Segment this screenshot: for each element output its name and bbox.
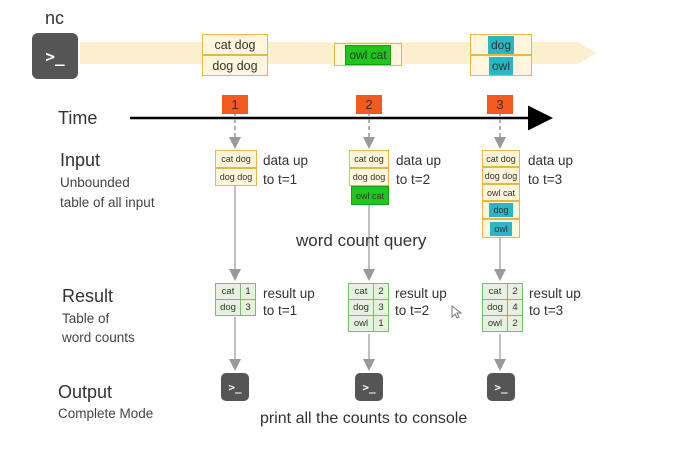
result-subtitle-1: Table of [62, 311, 110, 326]
input-t2-note-2: to t=2 [396, 172, 431, 187]
result-t1-word-2: dog [215, 299, 241, 316]
result-t3-word-2: dog [482, 299, 508, 316]
result-title: Result [62, 286, 114, 306]
result-t2-count-1: 2 [373, 283, 389, 300]
time-marker-3: 3 [487, 95, 513, 114]
result-t2-count-2: 3 [373, 299, 389, 316]
stream-t3-line-2: owl [470, 55, 532, 76]
table-row: dog 3 [348, 299, 389, 316]
result-t2-count-3: 1 [373, 315, 389, 332]
time-marker-1: 1 [222, 95, 248, 114]
table-row: cat 1 [215, 283, 256, 300]
output-t3-terminal-icon: >_ [487, 373, 515, 401]
result-t2-note-2: to t=2 [395, 303, 430, 318]
input-t2-note-1: data up [396, 153, 442, 168]
input-subtitle-1: Unbounded [60, 175, 130, 190]
result-t1-count-2: 3 [240, 299, 256, 316]
result-t3-count-2: 4 [507, 299, 523, 316]
output-subtitle: Complete Mode [58, 406, 154, 421]
result-t3-count-3: 2 [507, 315, 523, 332]
result-t1-count-1: 1 [240, 283, 256, 300]
output-t1-terminal-icon: >_ [221, 373, 249, 401]
result-t3-count-1: 2 [507, 283, 523, 300]
result-t2-word-2: dog [348, 299, 374, 316]
result-t1-note-1: result up [263, 286, 315, 301]
time-marker-2: 2 [356, 95, 382, 114]
result-t2-word-1: cat [348, 283, 374, 300]
input-t2-row-2: dog dog [349, 168, 389, 186]
table-row: owl 2 [482, 315, 523, 332]
table-row: dog 3 [215, 299, 256, 316]
stream-t3-highlight-1: dog [487, 35, 515, 54]
input-t1-row-1: cat dog [215, 150, 257, 168]
result-subtitle-2: word counts [62, 330, 135, 345]
input-t3-row-2: dog dog [482, 167, 520, 184]
input-t2-row-1: cat dog [349, 150, 389, 168]
result-t2-word-3: owl [348, 315, 374, 332]
result-t3-word-1: cat [482, 283, 508, 300]
source-label: nc [45, 8, 65, 28]
input-t3-note-1: data up [528, 153, 574, 168]
input-t1-row-2: dog dog [215, 168, 257, 186]
result-t3-table: cat 2 dog 4 owl 2 [482, 283, 523, 332]
table-row: cat 2 [348, 283, 389, 300]
time-label: Time [58, 108, 98, 128]
query-label: word count query [296, 231, 427, 250]
table-row: dog 4 [482, 299, 523, 316]
stream-t1-line-2: dog dog [202, 55, 268, 76]
stream-t3-line-1: dog [470, 34, 532, 55]
input-t3-row-4: dog [482, 201, 520, 219]
result-t1-word-1: cat [215, 283, 241, 300]
input-title: Input [60, 150, 101, 170]
result-t3-note-1: result up [529, 286, 581, 301]
result-t3-word-3: owl [482, 315, 508, 332]
output-title: Output [58, 382, 113, 402]
table-row: cat 2 [482, 283, 523, 300]
output-caption: print all the counts to console [260, 410, 468, 427]
stream-arrow-head [578, 42, 596, 64]
stream-t2-highlight: owl cat [345, 44, 391, 65]
stream-t1-line-1: cat dog [202, 34, 268, 55]
input-t3-row-5: owl [482, 219, 520, 238]
input-t3-row-1: cat dog [482, 150, 520, 167]
table-row: owl 1 [348, 315, 389, 332]
result-t2-table: cat 2 dog 3 owl 1 [348, 283, 389, 332]
stream-t3-highlight-2: owl [488, 56, 513, 75]
input-t3-highlight-2: owl [490, 221, 512, 236]
mouse-cursor-icon [451, 304, 463, 322]
output-t2-terminal-icon: >_ [355, 373, 383, 401]
result-t1-table: cat 1 dog 3 [215, 283, 256, 316]
input-subtitle-2: table of all input [60, 195, 155, 210]
input-t3-row-3: owl cat [482, 184, 520, 201]
input-t3-highlight-1: dog [489, 203, 513, 217]
terminal-icon: >_ [32, 33, 78, 79]
input-t2-row-3: owl cat [351, 186, 389, 205]
result-t2-note-1: result up [395, 286, 447, 301]
stream-t2-line-1: owl cat [334, 43, 402, 66]
result-t1-note-2: to t=1 [263, 303, 298, 318]
input-t1-note-1: data up [263, 153, 309, 168]
result-t3-note-2: to t=3 [529, 303, 564, 318]
input-t3-note-2: to t=3 [528, 172, 563, 187]
input-t1-note-2: to t=1 [263, 172, 298, 187]
